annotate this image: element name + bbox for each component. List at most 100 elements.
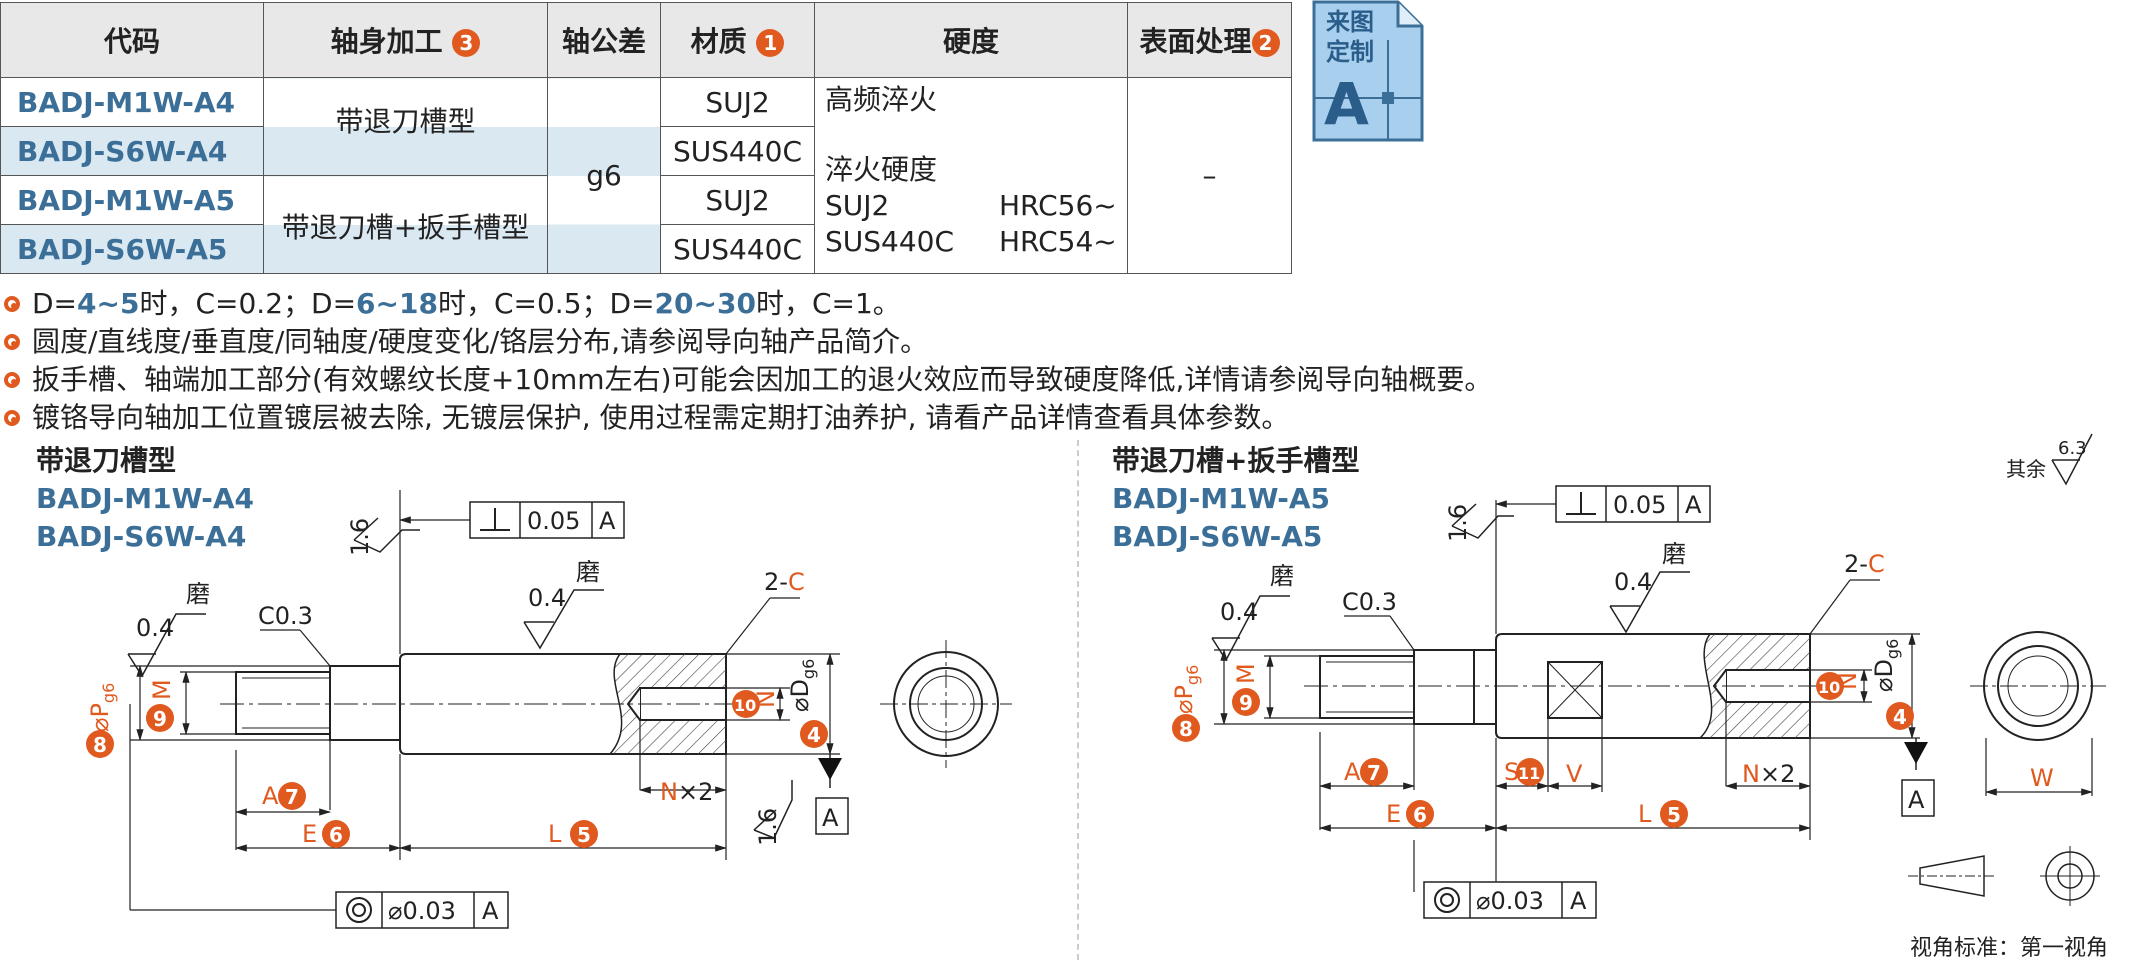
surface-cell: –	[1127, 77, 1292, 274]
header-hardness: 硬度	[814, 2, 1128, 78]
left-drawing-title: 带退刀槽型 BADJ-M1W-A4 BADJ-S6W-A4	[36, 444, 255, 553]
bullet-icon	[4, 372, 20, 388]
svg-text:A: A	[1908, 786, 1925, 814]
bullet-icon	[4, 334, 20, 350]
roughness-16: 1.6	[754, 808, 782, 846]
material-cell: SUS440C	[660, 126, 815, 176]
header-code: 代码	[0, 2, 264, 78]
badge-line2: 定制	[1326, 38, 1374, 66]
divider	[1077, 440, 1079, 960]
note-item: 镀铬导向轴加工位置镀层被去除, 无镀层保护, 使用过程需定期打油养护, 请看产品…	[0, 399, 1492, 437]
svg-text:⌀Dg6: ⌀Dg6	[1870, 639, 1902, 692]
grind-label: 磨	[576, 558, 600, 586]
note-item: 圆度/直线度/垂直度/同轴度/硬度变化/铬层分布,请参阅导向轴产品简介。	[0, 323, 1492, 361]
material-cell: SUS440C	[660, 224, 815, 274]
svg-text:8: 8	[1179, 717, 1193, 741]
svg-text:M: M	[148, 679, 176, 700]
svg-text:M: M	[1232, 663, 1260, 684]
badge-letter: A	[1324, 70, 1369, 138]
roughness-other-label: 其余	[2006, 457, 2046, 481]
svg-text:V: V	[1566, 760, 1583, 788]
svg-text:2-C: 2-C	[1844, 550, 1885, 578]
view-standard: 视角标准：第一视角	[1910, 936, 2109, 961]
svg-text:9: 9	[1239, 691, 1253, 715]
svg-text:1.6: 1.6	[1444, 504, 1472, 542]
svg-text:0.05: 0.05	[527, 507, 580, 535]
roughness-04: 0.4	[136, 614, 174, 642]
svg-text:4: 4	[1893, 705, 1907, 729]
projection-symbol-icon	[1908, 846, 2100, 906]
p-dim-label: ⌀Pg6	[86, 683, 118, 732]
svg-text:4: 4	[807, 723, 821, 747]
num-badge: 1	[756, 29, 785, 57]
svg-text:E: E	[1386, 800, 1401, 828]
svg-text:N×2: N×2	[1742, 760, 1795, 788]
code-cell: BADJ-S6W-A5	[0, 224, 264, 274]
svg-text:10: 10	[1818, 678, 1840, 697]
material-cell: SUJ2	[660, 77, 815, 127]
end-view	[1970, 631, 2106, 741]
svg-text:A: A	[482, 897, 499, 925]
d-dim-label: ⌀Dg6	[786, 659, 818, 712]
svg-text:N×2: N×2	[660, 778, 713, 806]
svg-text:5: 5	[577, 823, 591, 847]
right-drawing-title: 带退刀槽+扳手槽型 BADJ-M1W-A5 BADJ-S6W-A5	[1112, 444, 1360, 553]
svg-text:S: S	[1504, 758, 1519, 786]
svg-text:A: A	[1570, 887, 1587, 915]
svg-text:9: 9	[153, 707, 167, 731]
custom-drawing-badge: 来图 定制 A	[1312, 0, 1424, 142]
svg-text:5: 5	[1667, 803, 1681, 827]
svg-text:E: E	[302, 820, 317, 848]
chamfer-label: C0.3	[258, 602, 313, 630]
svg-text:L: L	[548, 820, 562, 848]
num-badge: 3	[452, 29, 481, 57]
code-cell: BADJ-M1W-A4	[0, 77, 264, 127]
roughness-16: 1.6	[346, 518, 374, 556]
svg-text:A: A	[1685, 491, 1702, 519]
bullet-icon	[4, 410, 20, 426]
material-cell: SUJ2	[660, 175, 815, 225]
datum-a: A	[822, 804, 839, 832]
svg-text:7: 7	[285, 785, 299, 809]
perpendicularity-frame: 0.05 A	[469, 501, 625, 539]
table-row: BADJ-M1W-A5 带退刀槽+扳手槽型 SUJ2	[0, 175, 1292, 274]
badge-line1: 来图	[1326, 8, 1374, 36]
perpendicularity-frame: 0.05 A	[1555, 485, 1711, 523]
svg-text:8: 8	[93, 733, 107, 757]
roughness-04: 0.4	[528, 584, 566, 612]
num-badge: 2	[1251, 29, 1280, 57]
svg-text:⌀Pg6: ⌀Pg6	[1170, 665, 1202, 714]
grind-label: 磨	[186, 580, 210, 608]
coaxiality-frame: ⌀0.03 A	[1423, 881, 1597, 919]
shaft-cell: 带退刀槽+扳手槽型	[263, 175, 548, 274]
svg-text:6: 6	[1413, 803, 1427, 827]
svg-text:0.05: 0.05	[1613, 491, 1666, 519]
svg-text:11: 11	[1518, 764, 1540, 783]
svg-text:L: L	[1638, 800, 1652, 828]
shaft-cell: 带退刀槽型	[263, 77, 548, 176]
coaxiality-frame: ⌀0.03 A	[335, 891, 509, 929]
left-shaft-drawing: A 0.4 磨 0.4 磨 1.6 1.6 C0.3 2-C 0.05 A ⌀0…	[86, 490, 1012, 929]
end-view	[880, 640, 1012, 768]
svg-text:10: 10	[734, 696, 756, 715]
right-shaft-drawing: 其余 6.3	[1170, 433, 2106, 919]
tol-cell: g6	[547, 77, 661, 274]
svg-text:⌀0.03: ⌀0.03	[388, 897, 456, 925]
svg-text:6: 6	[329, 823, 343, 847]
code-cell: BADJ-M1W-A5	[0, 175, 264, 225]
bullet-icon	[4, 296, 20, 312]
note-item: 扳手槽、轴端加工部分(有效螺纹长度+10mm左右)可能会因加工的退火效应而导致硬…	[0, 361, 1492, 399]
svg-text:A: A	[599, 507, 616, 535]
svg-text:0.4: 0.4	[1220, 598, 1258, 626]
code-cell: BADJ-S6W-A4	[0, 126, 264, 176]
roughness-other-value: 6.3	[2058, 438, 2087, 459]
svg-text:A: A	[1344, 758, 1361, 786]
svg-text:磨: 磨	[1270, 562, 1294, 590]
